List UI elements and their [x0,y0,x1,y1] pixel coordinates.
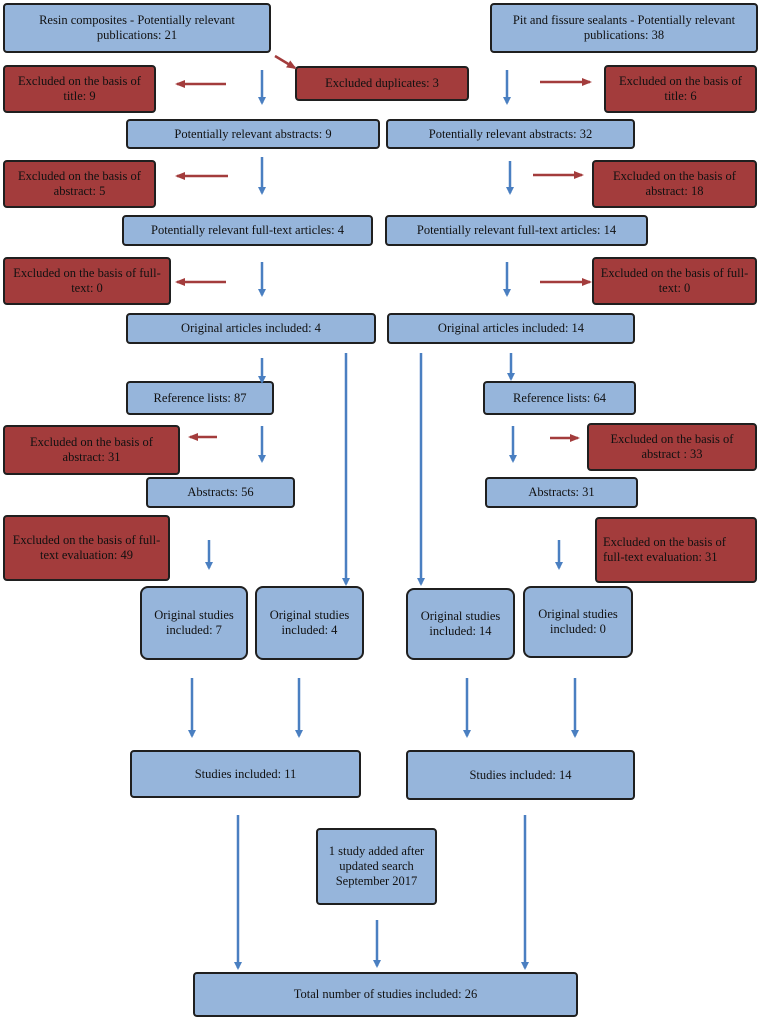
left-publications-text: Resin composites - Potentially relevant … [39,13,235,42]
left-excluded-title-box: Excluded on the basis of title: 9 [3,65,156,113]
right-excluded-abstract-text: Excluded on the basis of abstract: 18 [613,169,736,198]
left-original-studies-b-text: Original studies included: 4 [269,608,350,637]
right-fulltext-box: Potentially relevant full-text articles:… [385,215,648,246]
left-studies-included-text: Studies included: 11 [194,766,297,781]
left-abstracts-text: Potentially relevant abstracts: 9 [174,126,332,141]
left-abstracts2-box: Abstracts: 56 [146,477,295,508]
right-original-articles-box: Original articles included: 14 [387,313,635,344]
right-excluded-fulltext-eval-box: Excluded on the basis of full-text evalu… [595,517,757,583]
left-excluded-fulltext-eval-box: Excluded on the basis of full-text evalu… [3,515,170,581]
left-excluded-abstract2-box: Excluded on the basis of abstract: 31 [3,425,180,475]
right-publications-text: Pit and fissure sealants - Potentially r… [512,13,736,42]
right-original-studies-b-text: Original studies included: 0 [538,607,618,636]
right-reference-lists-text: Reference lists: 64 [512,390,607,405]
right-original-studies-a-text: Original studies included: 14 [420,609,501,638]
left-reference-lists-text: Reference lists: 87 [153,390,247,405]
left-original-studies-a-box: Original studies included: 7 [140,586,248,660]
right-studies-included-text: Studies included: 14 [469,767,572,782]
right-studies-included-box: Studies included: 14 [406,750,635,800]
right-excluded-abstract2-box: Excluded on the basis of abstract : 33 [587,423,757,471]
right-original-studies-b-box: Original studies included: 0 [523,586,633,658]
left-excluded-fulltext-eval-text: Excluded on the basis of full-text evalu… [12,533,161,562]
left-fulltext-box: Potentially relevant full-text articles:… [122,215,373,246]
excluded-duplicates-box: Excluded duplicates: 3 [295,66,469,101]
right-original-articles-text: Original articles included: 14 [437,321,585,335]
left-excluded-fulltext-text: Excluded on the basis of full-text: 0 [13,266,161,295]
right-abstracts2-text: Abstracts: 31 [528,485,595,499]
right-excluded-fulltext-eval-text: Excluded on the basis of full-text evalu… [603,535,726,564]
right-abstracts2-box: Abstracts: 31 [485,477,638,508]
right-reference-lists-box: Reference lists: 64 [483,381,636,415]
left-fulltext-text: Potentially relevant full-text articles:… [151,223,344,237]
left-abstracts-box: Potentially relevant abstracts: 9 [126,119,380,149]
left-publications-box: Resin composites - Potentially relevant … [3,3,271,53]
left-excluded-title-text: Excluded on the basis of title: 9 [18,74,141,103]
left-excluded-abstract-text: Excluded on the basis of abstract: 5 [18,169,141,198]
right-excluded-fulltext-text: Excluded on the basis of full-text: 0 [600,266,749,295]
left-excluded-abstract-box: Excluded on the basis of abstract: 5 [3,160,156,208]
left-studies-included-box: Studies included: 11 [130,750,361,798]
total-studies-text: Total number of studies included: 26 [293,987,478,1001]
added-study-box: 1 study added after updated search Septe… [316,828,437,905]
right-excluded-title-box: Excluded on the basis of title: 6 [604,65,757,113]
right-excluded-abstract-box: Excluded on the basis of abstract: 18 [592,160,757,208]
left-original-articles-text: Original articles included: 4 [181,321,321,335]
arrow-duplicates [274,54,297,70]
right-excluded-fulltext-box: Excluded on the basis of full-text: 0 [592,257,757,305]
right-publications-box: Pit and fissure sealants - Potentially r… [490,3,758,53]
left-excluded-abstract2-text: Excluded on the basis of abstract: 31 [30,435,153,464]
left-original-studies-a-text: Original studies included: 7 [154,608,234,637]
left-original-articles-box: Original articles included: 4 [126,313,376,344]
total-studies-box: Total number of studies included: 26 [193,972,578,1017]
right-abstracts-box: Potentially relevant abstracts: 32 [386,119,635,149]
left-abstracts2-text: Abstracts: 56 [187,485,254,499]
left-excluded-fulltext-box: Excluded on the basis of full-text: 0 [3,257,171,305]
right-abstracts-text: Potentially relevant abstracts: 32 [428,126,593,141]
left-reference-lists-box: Reference lists: 87 [126,381,274,415]
right-excluded-abstract2-text: Excluded on the basis of abstract : 33 [610,432,734,461]
added-study-text: 1 study added after updated search Septe… [328,844,425,888]
excluded-duplicates-text: Excluded duplicates: 3 [325,76,439,90]
right-original-studies-a-box: Original studies included: 14 [406,588,515,660]
left-original-studies-b-box: Original studies included: 4 [255,586,364,660]
right-excluded-title-text: Excluded on the basis of title: 6 [619,74,742,103]
right-fulltext-text: Potentially relevant full-text articles:… [416,223,617,237]
